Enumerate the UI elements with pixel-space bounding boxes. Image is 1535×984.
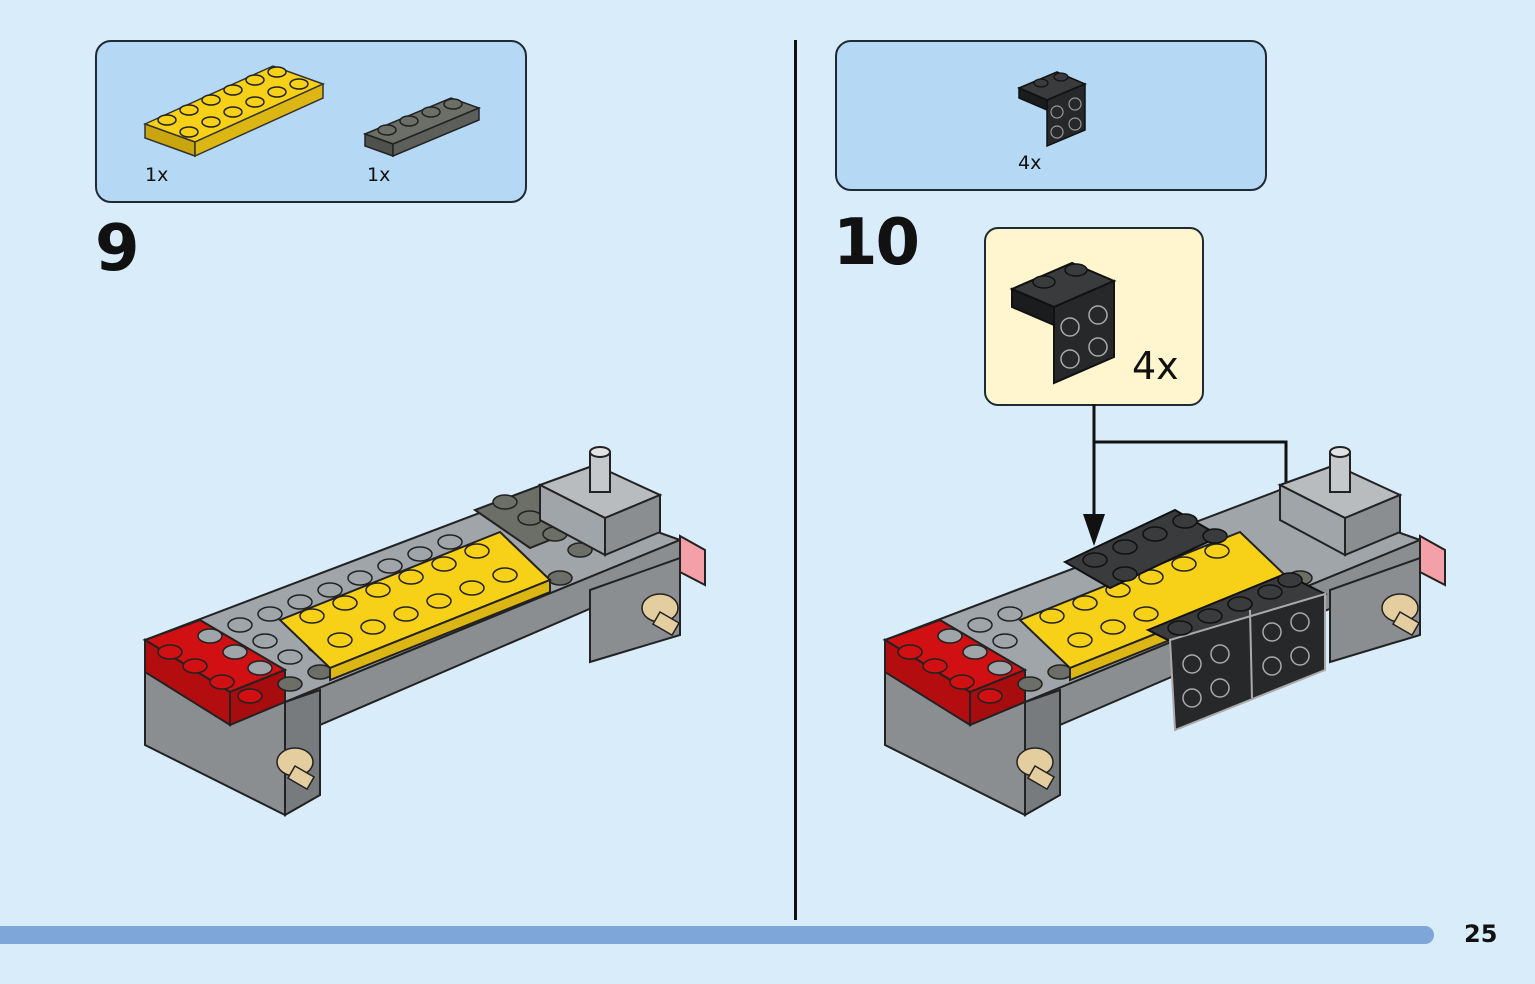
step9-number: 9: [95, 212, 140, 286]
black-bracket-quantity: 4x: [1018, 152, 1042, 174]
step10-number: 10: [833, 206, 920, 280]
yellow-plate-part-icon: [143, 65, 325, 158]
footer-bar: [0, 926, 1434, 944]
step10-subassembly-callout: 4x: [984, 227, 1204, 406]
page-divider: [794, 40, 797, 920]
callout-quantity: 4x: [1132, 344, 1179, 388]
step9-parts-list: 1x 1x: [95, 40, 527, 203]
gray-plate-quantity: 1x: [367, 164, 391, 186]
black-bracket-part-icon: [1017, 71, 1087, 148]
step10-parts-list: 4x: [835, 40, 1267, 191]
page-number: 25: [1464, 920, 1498, 948]
yellow-plate-quantity: 1x: [145, 164, 169, 186]
step10-model-illustration: [882, 446, 1446, 817]
black-bracket-callout-icon: [1009, 261, 1117, 385]
gray-plate-part-icon: [362, 97, 482, 158]
step9-model-illustration: [142, 446, 706, 817]
